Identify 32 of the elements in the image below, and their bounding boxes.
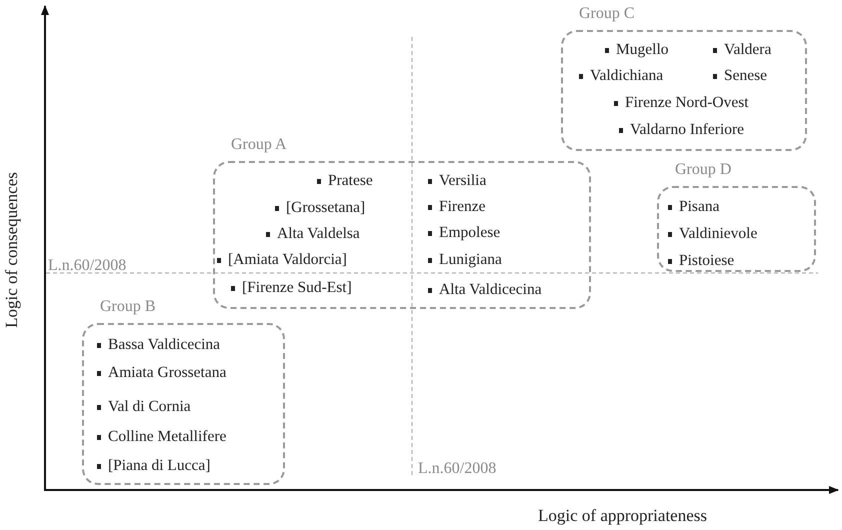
- list-item: Colline Metallifere: [97, 427, 226, 447]
- group-heading: Group B: [100, 297, 156, 317]
- list-item: [Piana di Lucca]: [97, 456, 210, 476]
- list-item: Valdera: [713, 40, 772, 60]
- list-item: Alta Valdicecina: [428, 280, 542, 300]
- list-item: Senese: [713, 66, 768, 86]
- list-item: Pisana: [668, 197, 720, 217]
- list-item: [Firenze Sud-Est]: [231, 278, 352, 298]
- group-heading: Group A: [231, 135, 287, 155]
- list-item: Lunigiana: [428, 250, 502, 270]
- list-item: Bassa Valdicecina: [97, 335, 220, 355]
- list-item: Valdichiana: [579, 66, 664, 86]
- group-heading: Group C: [579, 4, 635, 24]
- threshold-label: L.n.60/2008: [48, 256, 126, 276]
- list-item: Val di Cornia: [97, 397, 191, 417]
- list-item: [Grossetana]: [275, 198, 366, 218]
- list-item: Versilia: [428, 171, 486, 191]
- list-item: Amiata Grossetana: [97, 363, 226, 383]
- axis-title: Logic of appropriateness: [538, 506, 707, 526]
- list-item: Pistoiese: [668, 251, 734, 271]
- list-item: [Amiata Valdorcia]: [217, 250, 347, 270]
- list-item: Empolese: [428, 223, 500, 243]
- group-heading: Group D: [675, 160, 732, 180]
- list-item: Firenze Nord-Ovest: [614, 93, 749, 113]
- list-item: Mugello: [605, 40, 669, 60]
- list-item: Alta Valdelsa: [266, 224, 360, 244]
- list-item: Valdinievole: [668, 224, 758, 244]
- list-item: Pratese: [317, 171, 373, 191]
- list-item: Valdarno Inferiore: [619, 120, 744, 140]
- axis-title: Logic of consequences: [2, 172, 22, 328]
- threshold-label: L.n.60/2008: [418, 459, 496, 479]
- list-item: Firenze: [428, 197, 486, 217]
